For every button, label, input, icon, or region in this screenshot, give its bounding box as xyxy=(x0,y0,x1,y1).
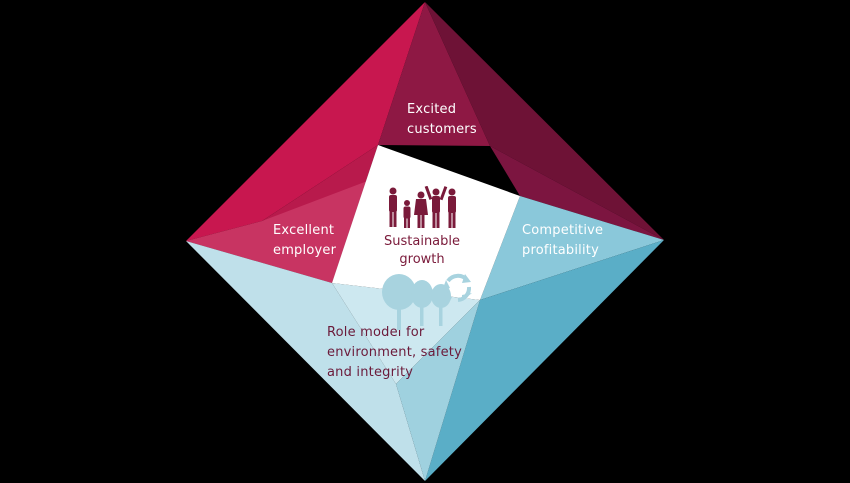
label-line: Competitive xyxy=(522,223,604,238)
label-line: Excited xyxy=(407,102,457,117)
label-bottom-role-model: Role model for environment, safety and i… xyxy=(327,323,462,383)
segment-top-right xyxy=(425,2,664,240)
segment-top-right-lower xyxy=(490,146,664,240)
segment-top-left-inner xyxy=(378,2,490,146)
label-line: Excellent xyxy=(273,223,335,238)
label-line: profitability xyxy=(522,243,599,258)
segment-bottom-center xyxy=(396,300,480,481)
label-line: customers xyxy=(407,122,477,137)
label-right-competitive-profitability: Competitive profitability xyxy=(522,221,603,261)
center-square xyxy=(332,145,520,300)
center-label-sustainable-growth: Sustainable growth xyxy=(384,233,460,269)
label-line: Sustainable xyxy=(384,234,461,249)
segment-bottom-left xyxy=(186,241,425,481)
recycle-icon xyxy=(442,273,472,302)
segment-right-upper xyxy=(480,196,664,300)
label-top-excited-customers: Excited customers xyxy=(407,100,477,140)
trees-icon xyxy=(382,274,451,330)
label-line: growth xyxy=(399,252,445,267)
segment-top-left-outer xyxy=(186,2,425,241)
label-left-excellent-employer: Excellent employer xyxy=(273,221,336,261)
label-line: employer xyxy=(273,243,337,258)
label-line: environment, safety xyxy=(327,345,462,360)
segment-bottom-left-2 xyxy=(332,283,480,384)
people-icon xyxy=(389,186,456,228)
segment-left-highlight xyxy=(186,180,370,283)
segment-right-lower xyxy=(425,240,664,481)
label-line: and integrity xyxy=(327,365,414,380)
